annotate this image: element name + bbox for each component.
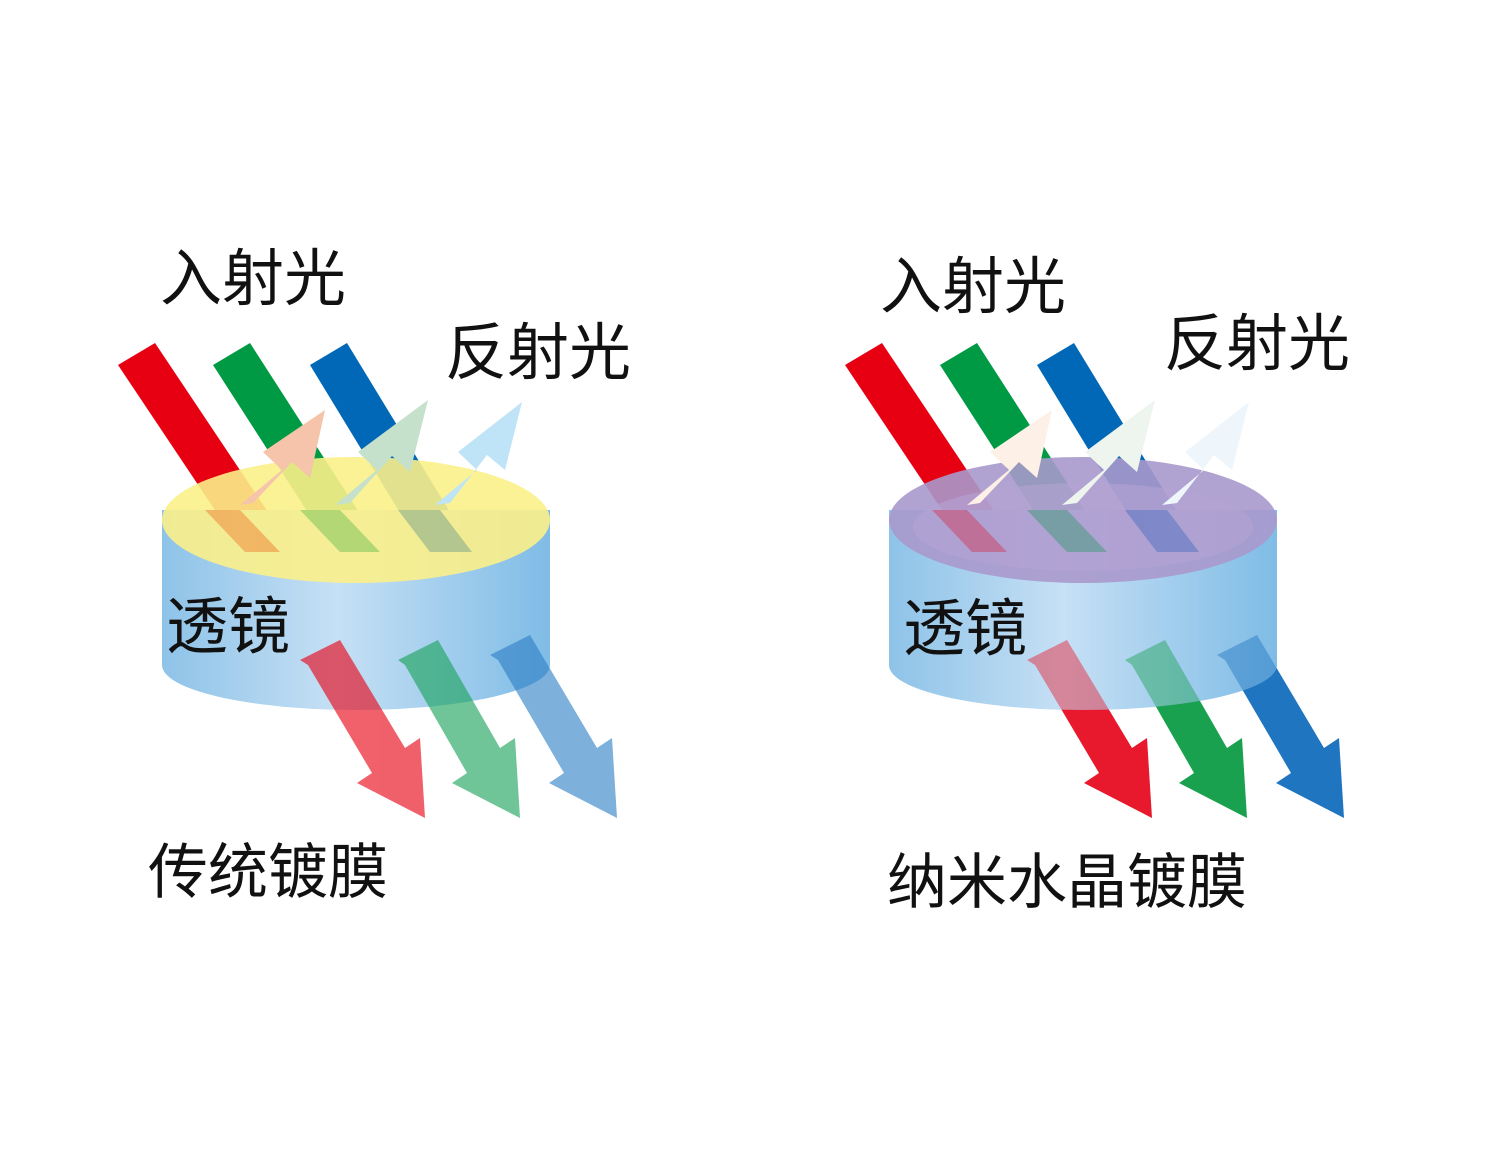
reflected-ray-red (967, 410, 1052, 505)
nano-coating-diagram (845, 343, 1344, 818)
transmitted-ray-green (398, 640, 520, 818)
reflected-rays (967, 400, 1249, 505)
reflected-ray-blue (1162, 402, 1249, 505)
reflected-light-label: 反射光 (1164, 307, 1351, 380)
reflected-rays (240, 400, 522, 505)
nano-coating-panel: 入射光 反射光 透镜 纳米水晶镀膜 (727, 0, 1477, 1150)
lens-label: 透镜 (903, 592, 1028, 665)
caption-nano-crystal-coating: 纳米水晶镀膜 (887, 848, 1247, 918)
transmitted-ray-red (300, 640, 425, 818)
incident-light-label: 入射光 (160, 242, 347, 315)
incident-light-label: 入射光 (880, 250, 1067, 323)
reflected-ray-blue (435, 402, 522, 505)
transmitted-rays (300, 635, 617, 818)
lens-label: 透镜 (166, 590, 291, 663)
traditional-coating-panel: 入射光 反射光 透镜 传统镀膜 (118, 242, 632, 908)
reflected-ray-green (1062, 400, 1155, 505)
transmitted-ray-blue (490, 635, 617, 818)
reflected-ray-red (240, 410, 325, 505)
reflected-ray-green (335, 400, 428, 505)
caption-traditional-coating: 传统镀膜 (148, 838, 388, 908)
traditional-coating-diagram (118, 343, 617, 818)
reflected-light-label: 反射光 (445, 316, 632, 389)
